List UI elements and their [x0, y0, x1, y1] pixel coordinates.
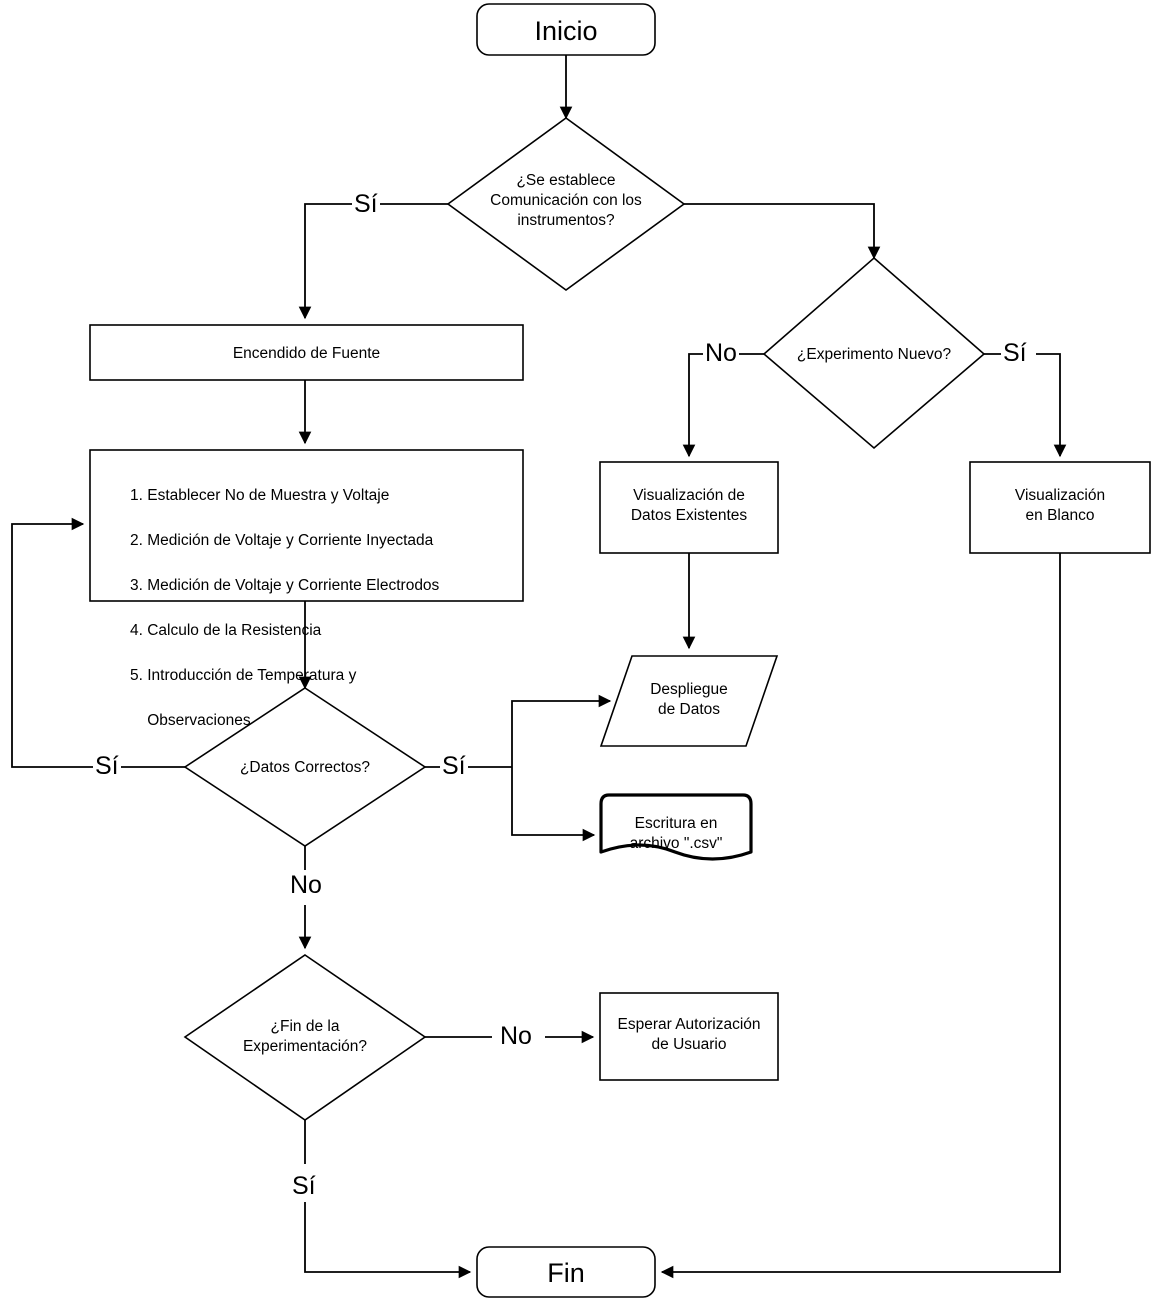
- edge-experimento-no: [689, 353, 764, 456]
- edge-label-datos-si-right: Sí: [440, 752, 468, 780]
- node-inicio[interactable]: [476, 3, 656, 56]
- node-esperar-autorizacion[interactable]: [599, 992, 779, 1081]
- edge-label-datos-no: No: [288, 871, 324, 899]
- edge-to-escritura-csv: [511, 767, 596, 842]
- edge-blanco-to-fin: [660, 553, 1061, 1279]
- edge-label-experimento-si: Sí: [1001, 339, 1029, 367]
- edge-to-despliegue-datos: [511, 694, 612, 767]
- node-fin[interactable]: [476, 1246, 656, 1298]
- node-visualizacion-existentes[interactable]: [599, 461, 779, 554]
- edge-comunicacion-si: [298, 203, 448, 320]
- edge-label-finexp-si: Sí: [290, 1172, 318, 1200]
- node-dec-datos-correctos[interactable]: [183, 687, 427, 847]
- edge-finexp-si-to-fin: [304, 1120, 470, 1272]
- edge-experimento-si: [984, 353, 1060, 456]
- edge-label-experimento-no: No: [703, 339, 739, 367]
- node-despliegue-datos[interactable]: [599, 655, 779, 747]
- node-dec-comunicacion[interactable]: [446, 117, 686, 291]
- node-encendido-fuente[interactable]: [89, 324, 524, 381]
- edge-label-datos-si-left: Sí: [93, 752, 121, 780]
- node-visualizacion-blanco[interactable]: [969, 461, 1151, 554]
- edge-label-finexp-no: No: [498, 1022, 534, 1050]
- edge-comunicacion-no: [684, 203, 881, 260]
- node-escritura-csv[interactable]: [599, 793, 753, 861]
- node-dec-experimento-nuevo[interactable]: [762, 256, 986, 450]
- node-pasos[interactable]: [89, 449, 524, 602]
- node-dec-fin-experimentacion[interactable]: [183, 954, 427, 1121]
- edge-label-comunicacion-si: Sí: [352, 190, 380, 218]
